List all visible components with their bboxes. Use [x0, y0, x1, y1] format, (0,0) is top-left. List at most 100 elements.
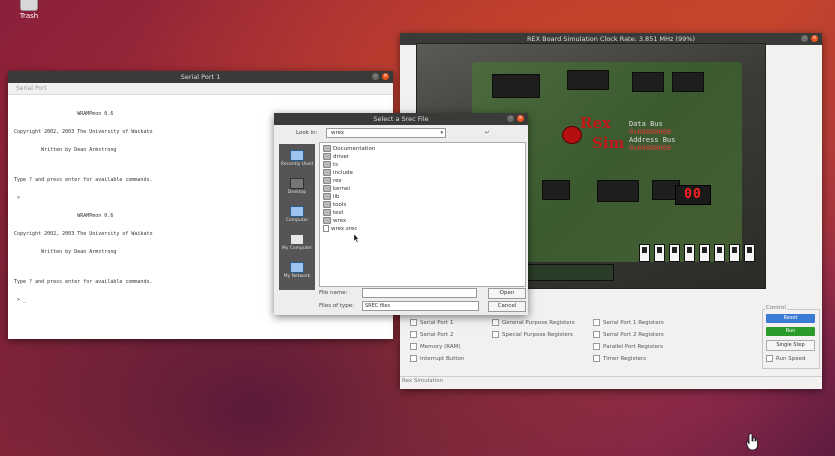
place-computer[interactable]: Computer	[279, 206, 315, 223]
computer-icon	[290, 206, 304, 217]
minimize-button[interactable]: –	[372, 73, 379, 80]
place-my-computer[interactable]: My Computer	[279, 234, 315, 251]
folder-icon	[290, 150, 304, 161]
list-item[interactable]: tools	[323, 201, 346, 208]
file-name: rex	[333, 177, 342, 184]
place-label: Desktop	[287, 190, 307, 195]
select-srec-dialog: Select a Srec File – × Look in: wrex ▾ ↵…	[274, 113, 528, 315]
dip-switch[interactable]	[669, 244, 680, 262]
list-item[interactable]: ts	[323, 161, 338, 168]
checkbox-parallel-registers[interactable]: Parallel Port Registers	[593, 343, 663, 350]
terminal-line: Written by Dean Armstrong	[14, 147, 117, 153]
checkbox-sp2-registers[interactable]: Serial Port 2 Registers	[593, 331, 664, 338]
dip-switch[interactable]	[744, 244, 755, 262]
file-name-input[interactable]	[362, 288, 477, 298]
list-item[interactable]: kernel	[323, 185, 350, 192]
checkbox-label: Memory (RAM)	[420, 343, 461, 350]
minimize-button[interactable]: –	[801, 35, 808, 42]
data-bus-label: Data Bus	[629, 120, 663, 128]
close-button[interactable]: ×	[811, 35, 818, 42]
status-divider	[400, 376, 822, 377]
list-item[interactable]: rex	[323, 177, 342, 184]
checkbox-label: Serial Port 1	[420, 319, 454, 326]
controls-group: Control Reset Run Single Step Run Speed	[762, 305, 820, 369]
hand-cursor-icon	[746, 433, 758, 451]
checkbox-label: Serial Port 2 Registers	[603, 331, 664, 338]
desktop-icon	[290, 178, 304, 189]
checkbox-serial-port-2[interactable]: Serial Port 2	[410, 331, 453, 338]
file-type-select[interactable]: SREC files	[362, 301, 479, 311]
place-desktop[interactable]: Desktop	[279, 178, 315, 195]
checkbox-label: Serial Port 1 Registers	[603, 319, 664, 326]
checkbox-memory[interactable]: Memory (RAM)	[410, 343, 461, 350]
place-label: My Computer	[281, 246, 313, 251]
file-name-label: File name:	[319, 290, 348, 296]
run-speed-checkbox[interactable]: Run Speed	[766, 355, 806, 362]
close-button[interactable]: ×	[517, 115, 524, 122]
checkbox-serial-port-1[interactable]: Serial Port 1	[410, 319, 453, 326]
list-item[interactable]: driver	[323, 153, 349, 160]
trash-desktop-icon[interactable]: Trash	[14, 0, 44, 20]
run-button[interactable]: Run	[766, 327, 815, 336]
close-button[interactable]: ×	[382, 73, 389, 80]
chip	[567, 70, 609, 90]
checkbox-gp-registers[interactable]: General Purpose Registers	[492, 319, 575, 326]
file-type-label: Files of type:	[319, 303, 355, 309]
trash-icon	[20, 0, 38, 11]
file-list[interactable]: Documentation driver ts include rex kern…	[319, 142, 526, 287]
reset-button[interactable]: Reset	[766, 314, 815, 323]
serial-terminal[interactable]: WRAMPmon 0.6 Copyright 2002, 2003 The Un…	[8, 95, 393, 315]
chevron-down-icon: ▾	[440, 130, 443, 136]
list-item[interactable]: test	[323, 209, 344, 216]
folder-icon	[323, 193, 331, 200]
dip-switch[interactable]	[714, 244, 725, 262]
toolbar-up-icon[interactable]: ↵	[485, 130, 490, 136]
open-button[interactable]: Open	[488, 288, 526, 299]
file-name: wrex	[333, 217, 347, 224]
serial-menubar: Serial Port	[8, 83, 393, 95]
list-item[interactable]: wrex.srec	[323, 225, 357, 232]
list-item[interactable]: include	[323, 169, 353, 176]
serial-titlebar[interactable]: Serial Port 1 – ×	[8, 71, 393, 83]
checkbox-timer-registers[interactable]: Timer Registers	[593, 355, 646, 362]
terminal-line: Type ? and press enter for available com…	[14, 177, 153, 183]
address-bus-value: 0x00000000	[629, 144, 672, 152]
checkbox-sp-registers[interactable]: Special Purpose Registers	[492, 331, 573, 338]
dialog-titlebar[interactable]: Select a Srec File – ×	[274, 113, 528, 125]
places-sidebar: Recently Used Desktop Computer My Comput…	[279, 144, 315, 290]
dialog-title: Select a Srec File	[373, 115, 429, 123]
list-item[interactable]: lib	[323, 193, 340, 200]
ladybug-icon	[562, 126, 582, 144]
status-text: Rex Simulation	[402, 378, 444, 384]
checkbox-label: Interrupt Button	[420, 355, 465, 362]
dip-switch[interactable]	[699, 244, 710, 262]
dip-switch[interactable]	[684, 244, 695, 262]
terminal-line: WRAMPmon 0.6	[14, 213, 114, 219]
seven-segment-display: 00	[675, 185, 711, 205]
file-name: lib	[333, 193, 340, 200]
folder-icon	[323, 201, 331, 208]
rex-titlebar[interactable]: REX Board Simulation Clock Rate: 3.851 M…	[400, 33, 822, 45]
cancel-button[interactable]: Cancel	[488, 301, 526, 312]
terminal-line: WRAMPmon 0.6	[14, 111, 114, 117]
dip-switch[interactable]	[654, 244, 665, 262]
dip-switch[interactable]	[729, 244, 740, 262]
checkbox-interrupt-button[interactable]: Interrupt Button	[410, 355, 464, 362]
list-item[interactable]: wrex	[323, 217, 346, 224]
file-name: Documentation	[333, 145, 376, 152]
list-item[interactable]: Documentation	[323, 145, 375, 152]
folder-icon	[323, 185, 331, 192]
single-step-button[interactable]: Single Step	[766, 340, 815, 351]
look-in-select[interactable]: wrex ▾	[326, 128, 446, 138]
bus-display: Data Bus 0x00000000 Address Bus 0x000000…	[629, 120, 675, 152]
folder-icon	[323, 153, 331, 160]
place-recent[interactable]: Recently Used	[279, 150, 315, 167]
folder-icon	[323, 217, 331, 224]
checkbox-label: Parallel Port Registers	[603, 343, 663, 350]
checkbox-sp1-registers[interactable]: Serial Port 1 Registers	[593, 319, 664, 326]
dip-switch[interactable]	[639, 244, 650, 262]
minimize-button[interactable]: –	[507, 115, 514, 122]
file-icon	[323, 225, 329, 232]
serial-menu[interactable]: Serial Port	[16, 85, 47, 92]
place-my-network[interactable]: My Network	[279, 262, 315, 279]
